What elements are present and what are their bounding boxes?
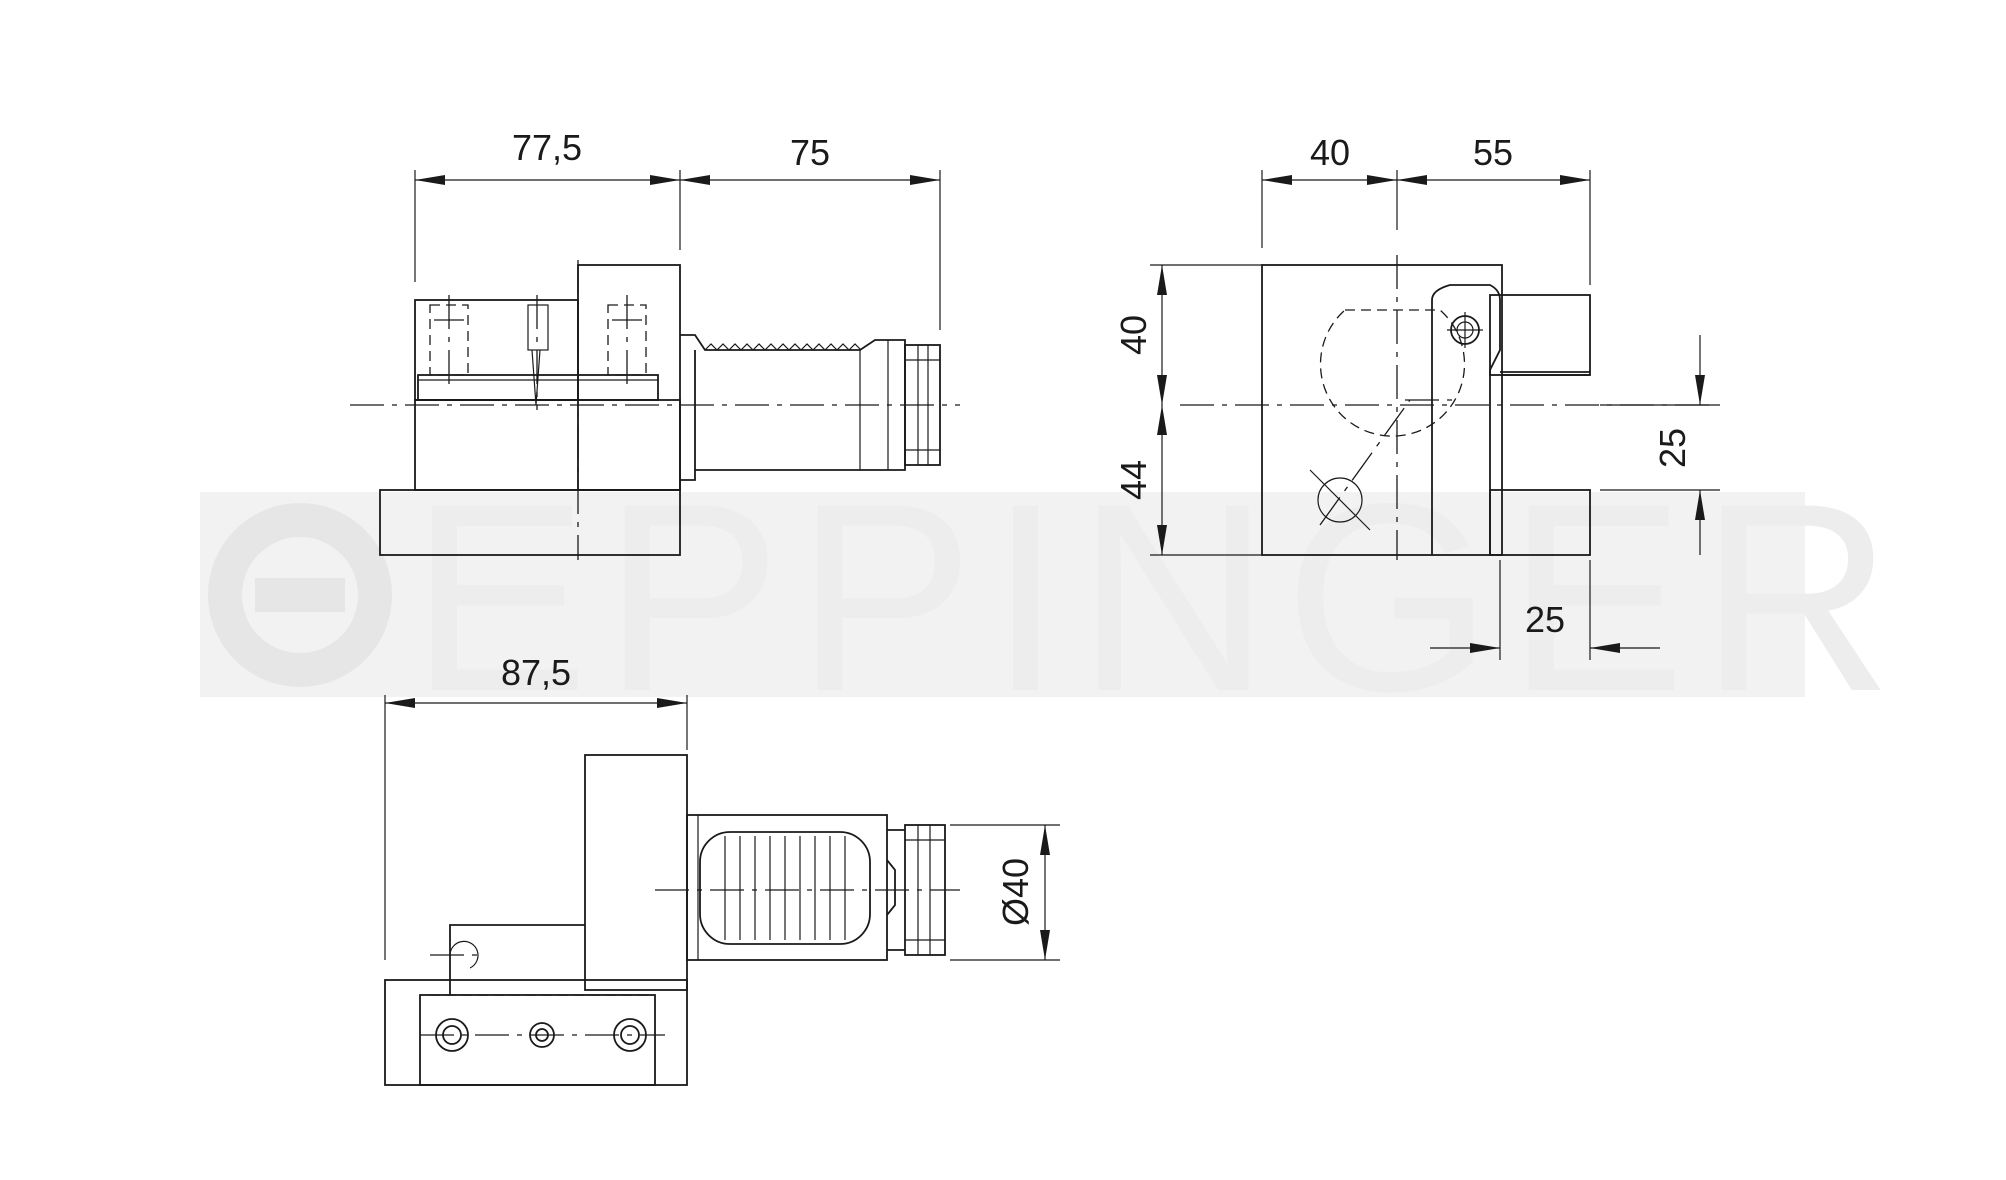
thread-lines <box>724 836 846 940</box>
dim-front-left-width: 77,5 <box>512 127 582 168</box>
dim-side-left-width: 40 <box>1310 132 1350 173</box>
eppinger-watermark: EPPINGER <box>200 447 1907 747</box>
dim-side-slot-width: 25 <box>1525 599 1565 640</box>
watermark-text: EPPINGER <box>410 447 1907 747</box>
side-view-dimensions: 40 55 40 44 25 25 <box>1113 132 1720 660</box>
dim-side-slot-height: 25 <box>1652 428 1693 468</box>
top-view-dimensions: 87,5 Ø40 <box>384 652 1060 961</box>
dim-side-lower-height: 44 <box>1113 460 1154 500</box>
front-view-dimensions: 77,5 75 <box>414 127 941 330</box>
dim-top-width: 87,5 <box>501 652 571 693</box>
dim-side-right-width: 55 <box>1473 132 1513 173</box>
top-view <box>384 754 960 1086</box>
dim-top-diameter: Ø40 <box>995 858 1036 926</box>
dim-front-right-width: 75 <box>790 132 830 173</box>
side-view <box>1180 255 1710 560</box>
dim-side-upper-height: 40 <box>1113 315 1154 355</box>
watermark-band <box>200 492 1805 697</box>
eppinger-logo-icon <box>208 503 392 687</box>
front-view <box>350 260 960 560</box>
